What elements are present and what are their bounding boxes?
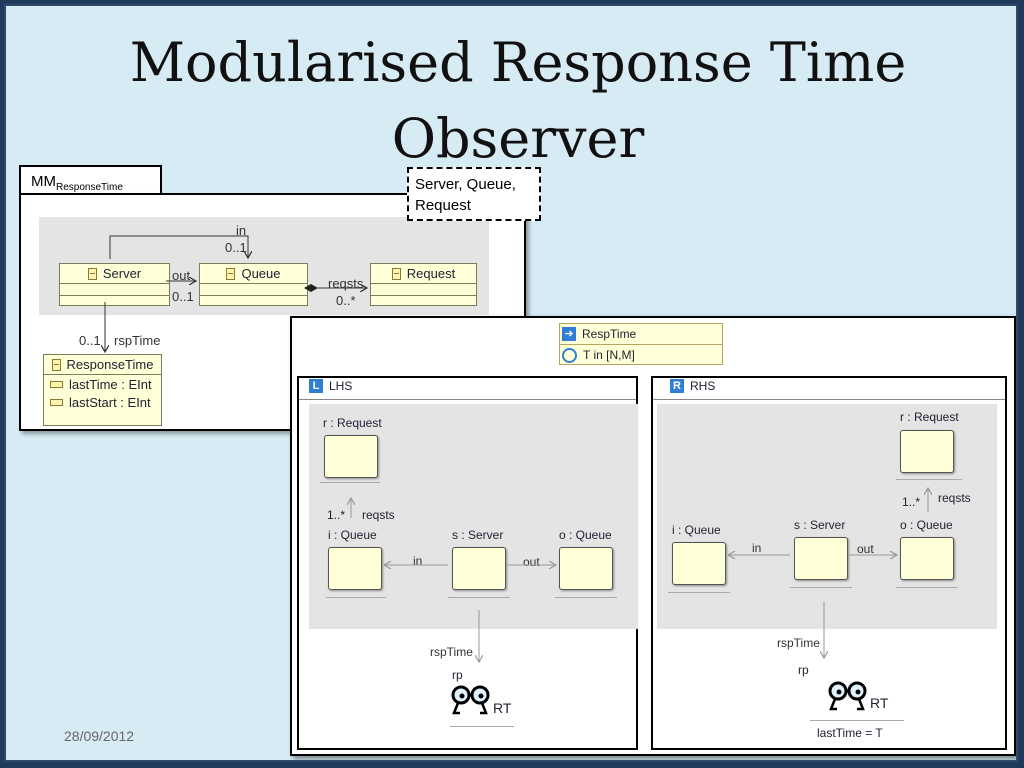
class-queue[interactable]: Queue <box>199 263 308 306</box>
lhs-observer-tag: RT <box>493 700 512 716</box>
rhs-in-queue-underline <box>668 592 730 593</box>
rhs-reqsts-label: reqsts <box>938 491 971 505</box>
class-responsetime[interactable]: ResponseTime lastTime : EInt lastStart :… <box>43 354 162 426</box>
attribute-icon <box>50 398 63 406</box>
lhs-reqsts-multiplicity: 1..* <box>327 508 346 522</box>
edge-rsptime-multiplicity: 0..1 <box>79 333 101 348</box>
rhs-header: R RHS <box>670 379 715 393</box>
lhs-out-edge-label: out <box>523 555 540 569</box>
lhs-label: LHS <box>329 379 353 393</box>
class-request-name: Request <box>406 266 456 281</box>
rhs-observer-attribute: lastTime = T <box>817 726 883 740</box>
note-line2: Request <box>415 197 471 214</box>
rhs-observer-name: rp <box>798 663 809 677</box>
rhs-in-queue-label: i : Queue <box>672 523 721 537</box>
rhs-request-object[interactable] <box>900 430 954 473</box>
lhs-request-label: r : Request <box>323 416 382 430</box>
slide: Modularised Response Time Observer MMRes… <box>4 4 1018 762</box>
rhs-out-queue-underline <box>896 587 958 588</box>
package-name: MMResponseTime <box>31 173 123 193</box>
rule-arrow-icon: ➜ <box>562 327 576 341</box>
lhs-observer-underline <box>450 726 514 727</box>
lhs-server-object[interactable] <box>452 547 506 590</box>
rhs-server-label: s : Server <box>794 518 846 532</box>
lhs-reqsts-label: reqsts <box>362 508 395 522</box>
lhs-observer-glasses-icon[interactable] <box>450 683 514 719</box>
edge-out-multiplicity: 0..1 <box>172 289 194 304</box>
lhs-header: L LHS <box>309 379 352 393</box>
package-name-sub: ResponseTime <box>56 182 123 193</box>
rhs-reqsts-multiplicity: 1..* <box>902 495 921 509</box>
class-responsetime-name: ResponseTime <box>66 357 154 372</box>
class-icon <box>51 358 61 371</box>
class-icon <box>226 267 236 280</box>
lhs-out-queue-label: o : Queue <box>559 528 612 542</box>
rhs-out-queue-label: o : Queue <box>900 518 953 532</box>
rhs-header-divider <box>653 399 1005 400</box>
lhs-in-queue-label: i : Queue <box>328 528 377 542</box>
edge-reqsts-name: reqsts <box>328 276 364 291</box>
edge-rsptime-name: rspTime <box>114 333 161 348</box>
slide-date: 28/09/2012 <box>64 728 135 744</box>
rhs-server-underline <box>790 587 852 588</box>
rhs-request-label: r : Request <box>900 410 959 424</box>
attribute-laststart-label: lastStart : EInt <box>69 394 151 410</box>
rhs-request-underline <box>896 479 962 480</box>
slide-title-line2: Observer <box>391 107 645 170</box>
rhs-rsptime-edge-label: rspTime <box>777 636 820 650</box>
attribute-icon <box>50 380 63 388</box>
lhs-request-object[interactable] <box>324 435 378 478</box>
rhs-out-queue-object[interactable] <box>900 537 954 580</box>
class-server[interactable]: Server <box>59 263 170 306</box>
rhs-in-queue-object[interactable] <box>672 542 726 585</box>
lhs-server-underline <box>448 597 510 598</box>
rhs-in-edge-label: in <box>752 541 762 555</box>
note-line1: Server, Queue, <box>415 176 516 193</box>
edge-in-multiplicity: 0..1 <box>225 240 247 255</box>
rhs-observer-underline <box>810 720 904 721</box>
attribute-laststart[interactable]: lastStart : EInt <box>44 393 161 411</box>
package-tab: MMResponseTime <box>19 165 162 193</box>
lhs-server-label: s : Server <box>452 528 504 542</box>
lhs-rsptime-edge-label: rspTime <box>430 645 473 659</box>
lhs-out-queue-object[interactable] <box>559 547 613 590</box>
lhs-badge-icon: L <box>309 379 323 393</box>
rhs-observer-glasses-icon[interactable] <box>827 679 891 715</box>
lhs-header-divider <box>299 399 636 400</box>
rule-time: T in [N,M] <box>583 348 635 362</box>
rule-name: RespTime <box>582 327 637 341</box>
attribute-lasttime[interactable]: lastTime : EInt <box>44 375 161 393</box>
edge-in-name: in <box>236 223 247 238</box>
rhs-badge-icon: R <box>670 379 684 393</box>
class-server-name: Server <box>102 266 142 281</box>
rhs-observer-tag: RT <box>870 695 889 711</box>
class-icon <box>391 267 401 280</box>
lhs-in-edge-label: in <box>413 554 423 568</box>
class-queue-name: Queue <box>241 266 281 281</box>
lhs-in-queue-underline <box>326 597 386 598</box>
lhs-out-queue-underline <box>555 597 617 598</box>
rhs-label: RHS <box>690 379 716 393</box>
class-request[interactable]: Request <box>370 263 477 306</box>
edge-reqsts-multiplicity: 0..* <box>336 293 356 308</box>
lhs-request-underline <box>320 482 380 483</box>
rhs-out-edge-label: out <box>857 542 874 556</box>
lhs-observer-name: rp <box>452 668 463 682</box>
lhs-in-queue-object[interactable] <box>328 547 382 590</box>
attribute-lasttime-label: lastTime : EInt <box>69 376 152 392</box>
edge-out-name: out <box>172 268 191 283</box>
package-name-main: MM <box>31 173 56 190</box>
slide-title-line1: Modularised Response Time <box>129 31 907 94</box>
class-icon <box>87 267 97 280</box>
rhs-server-object[interactable] <box>794 537 848 580</box>
rule-header[interactable]: ➜ RespTime T in [N,M] <box>559 323 723 365</box>
clock-icon <box>562 347 577 363</box>
note-box: Server, Queue, Request <box>407 167 541 221</box>
